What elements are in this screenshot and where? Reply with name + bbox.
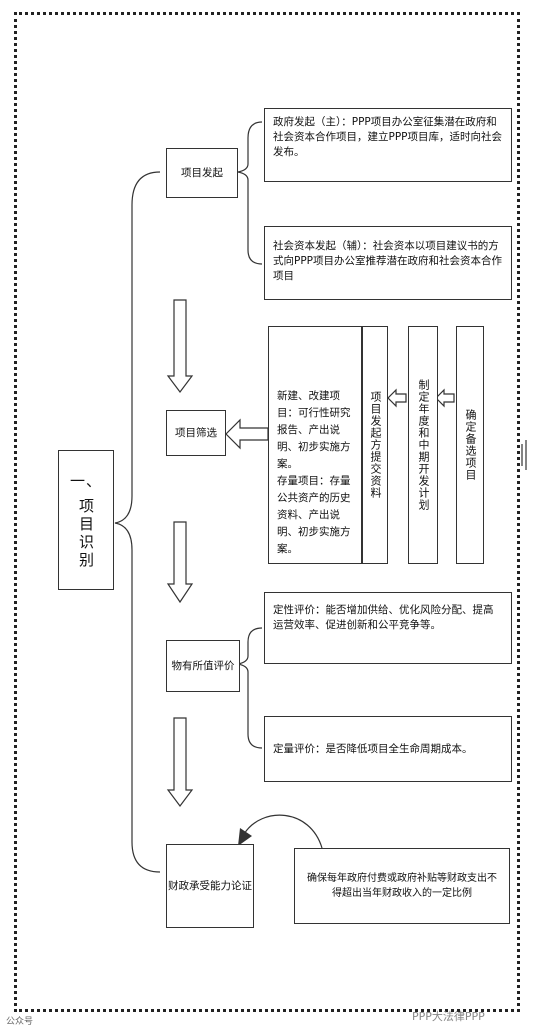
fiscal-desc-box: 确保每年政府付费或政府补贴等财政支出不得超出当年财政收入的一定比例 [294,848,510,924]
quantitative-box: 定量评价：是否降低项目全生命周期成本。 [264,716,512,782]
qualitative-text: 定性评价：能否增加供给、优化风险分配、提高运营效率、促进创新和公平竞争等。 [273,604,494,631]
submit-materials-text: 项目发起方提交资料 [369,391,382,499]
main-title-line2: 项目识别 [77,498,95,570]
dev-plan-box: 制定年度和中期开发计划 [408,326,438,564]
fiscal-desc-text: 确保每年政府付费或政府补贴等财政支出不得超出当年财政收入的一定比例 [307,873,497,899]
initiation-label-box: 项目发起 [166,148,238,198]
edge-mark [521,440,527,470]
confirm-projects-box: 确定备选项目 [456,326,484,564]
gov-initiation-text: 政府发起（主）：PPP项目办公室征集潜在政府和社会资本合作项目，建立PPP项目库… [273,116,502,158]
vfm-label-box: 物有所值评价 [166,640,240,692]
initiation-label: 项目发起 [181,166,223,179]
screening-materials-box: 新建、改建项目：可行性研究报告、产出说明、初步实施方案。 存量项目：存量公共资产… [268,326,362,564]
fiscal-label: 财政承受能力论证 [168,879,252,892]
vfm-label: 物有所值评价 [171,659,235,672]
submit-materials-box: 项目发起方提交资料 [362,326,388,564]
dev-plan-text: 制定年度和中期开发计划 [417,379,430,511]
dotted-frame [14,12,520,1012]
screening-materials-text: 新建、改建项目：可行性研究报告、产出说明、初步实施方案。 存量项目：存量公共资产… [277,390,351,555]
main-title-box: 一、 项目识别 [58,450,114,590]
confirm-projects-text: 确定备选项目 [464,409,477,481]
fiscal-label-box: 财政承受能力论证 [166,844,254,928]
social-initiation-text: 社会资本发起（辅）：社会资本以项目建议书的方式向PPP项目办公室推荐潜在政府和社… [273,240,502,282]
quantitative-text: 定量评价：是否降低项目全生命周期成本。 [273,742,473,755]
screening-label: 项目筛选 [175,426,217,439]
social-initiation-box: 社会资本发起（辅）：社会资本以项目建议书的方式向PPP项目办公室推荐潜在政府和社… [264,226,512,300]
watermark-right: PPP大法律PPP [412,1010,485,1023]
screening-label-box: 项目筛选 [166,410,226,456]
main-title-line1: 一、 [69,472,102,490]
gov-initiation-box: 政府发起（主）：PPP项目办公室征集潜在政府和社会资本合作项目，建立PPP项目库… [264,108,512,182]
watermark-left: 公众号 [6,1017,34,1027]
qualitative-box: 定性评价：能否增加供给、优化风险分配、提高运营效率、促进创新和公平竞争等。 [264,592,512,664]
